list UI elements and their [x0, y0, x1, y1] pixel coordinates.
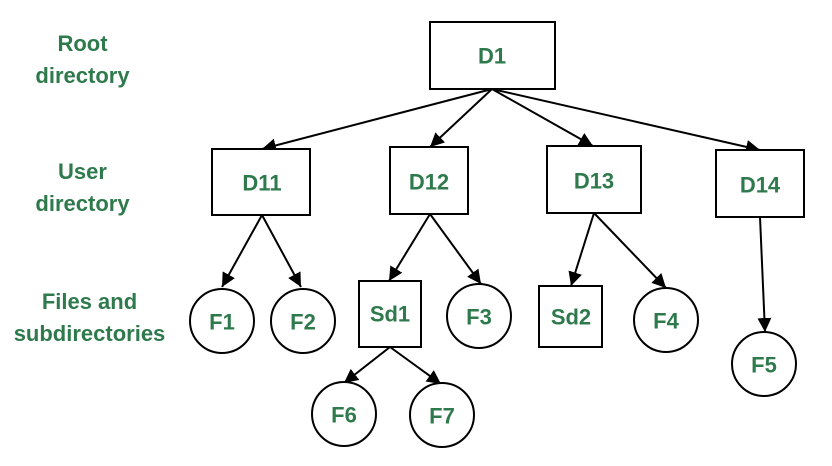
node-label-F2: F2 — [290, 310, 316, 335]
edge-Sd1-F6 — [343, 346, 391, 384]
node-label-D12: D12 — [409, 170, 449, 195]
node-box-D14 — [715, 149, 805, 218]
level-label-user: User directory — [20, 156, 145, 220]
edge-D14-F5 — [757, 216, 772, 333]
node-label-F7: F7 — [429, 404, 455, 429]
directory-nodes — [211, 21, 805, 348]
node-label-F6: F6 — [331, 403, 357, 428]
node-box-D11 — [211, 148, 311, 216]
node-circle-F5 — [731, 331, 797, 397]
node-circle-F4 — [633, 287, 699, 353]
level-label-root: Root directory — [20, 28, 145, 92]
node-label-Sd2: Sd2 — [551, 305, 591, 330]
file-nodes — [189, 283, 797, 448]
edge-D13-Sd2 — [568, 212, 595, 287]
node-label-F1: F1 — [209, 310, 235, 335]
node-label-Sd1: Sd1 — [370, 302, 410, 327]
edge-D1-D12 — [429, 88, 493, 148]
node-box-Sd2 — [538, 285, 603, 348]
edge-D13-F4 — [593, 212, 667, 289]
node-circle-F2 — [270, 288, 336, 354]
level-label-user-line2: directory — [35, 191, 130, 216]
level-label-root-line2: directory — [35, 63, 130, 88]
node-label-D14: D14 — [740, 173, 781, 198]
node-circle-F7 — [409, 382, 475, 448]
node-label-F4: F4 — [653, 309, 679, 334]
level-label-files: Files and subdirectories — [2, 286, 177, 350]
node-label-D11: D11 — [242, 171, 281, 196]
edge-Sd1-F7 — [389, 346, 442, 385]
level-label-files-line1: Files and — [41, 289, 138, 314]
edges — [221, 88, 772, 385]
edge-D1-D13 — [491, 88, 594, 147]
edge-D11-F1 — [221, 214, 263, 288]
node-circle-F6 — [311, 381, 377, 447]
node-box-D12 — [389, 146, 469, 215]
node-box-D1 — [429, 21, 556, 90]
node-label-F5: F5 — [751, 353, 777, 378]
edge-D11-F2 — [261, 214, 302, 288]
node-box-D13 — [546, 145, 642, 214]
node-labels: D1 D11 D12 D13 D14 Sd1 Sd2 F1 F2 F3 F4 F… — [209, 44, 781, 429]
node-box-Sd1 — [358, 280, 422, 348]
level-label-root-line1: Root — [57, 31, 108, 56]
node-circle-F3 — [446, 283, 512, 349]
level-label-user-line1: User — [58, 159, 107, 184]
node-label-D1: D1 — [478, 44, 506, 69]
edge-D12-F3 — [429, 213, 482, 285]
node-circle-F1 — [189, 288, 255, 354]
edge-D1-D11 — [261, 88, 493, 153]
edge-D12-Sd1 — [388, 213, 431, 282]
node-label-F3: F3 — [466, 305, 492, 330]
level-label-files-line2: subdirectories — [13, 321, 166, 346]
node-label-D13: D13 — [574, 169, 614, 194]
edge-D1-D14 — [491, 88, 761, 154]
